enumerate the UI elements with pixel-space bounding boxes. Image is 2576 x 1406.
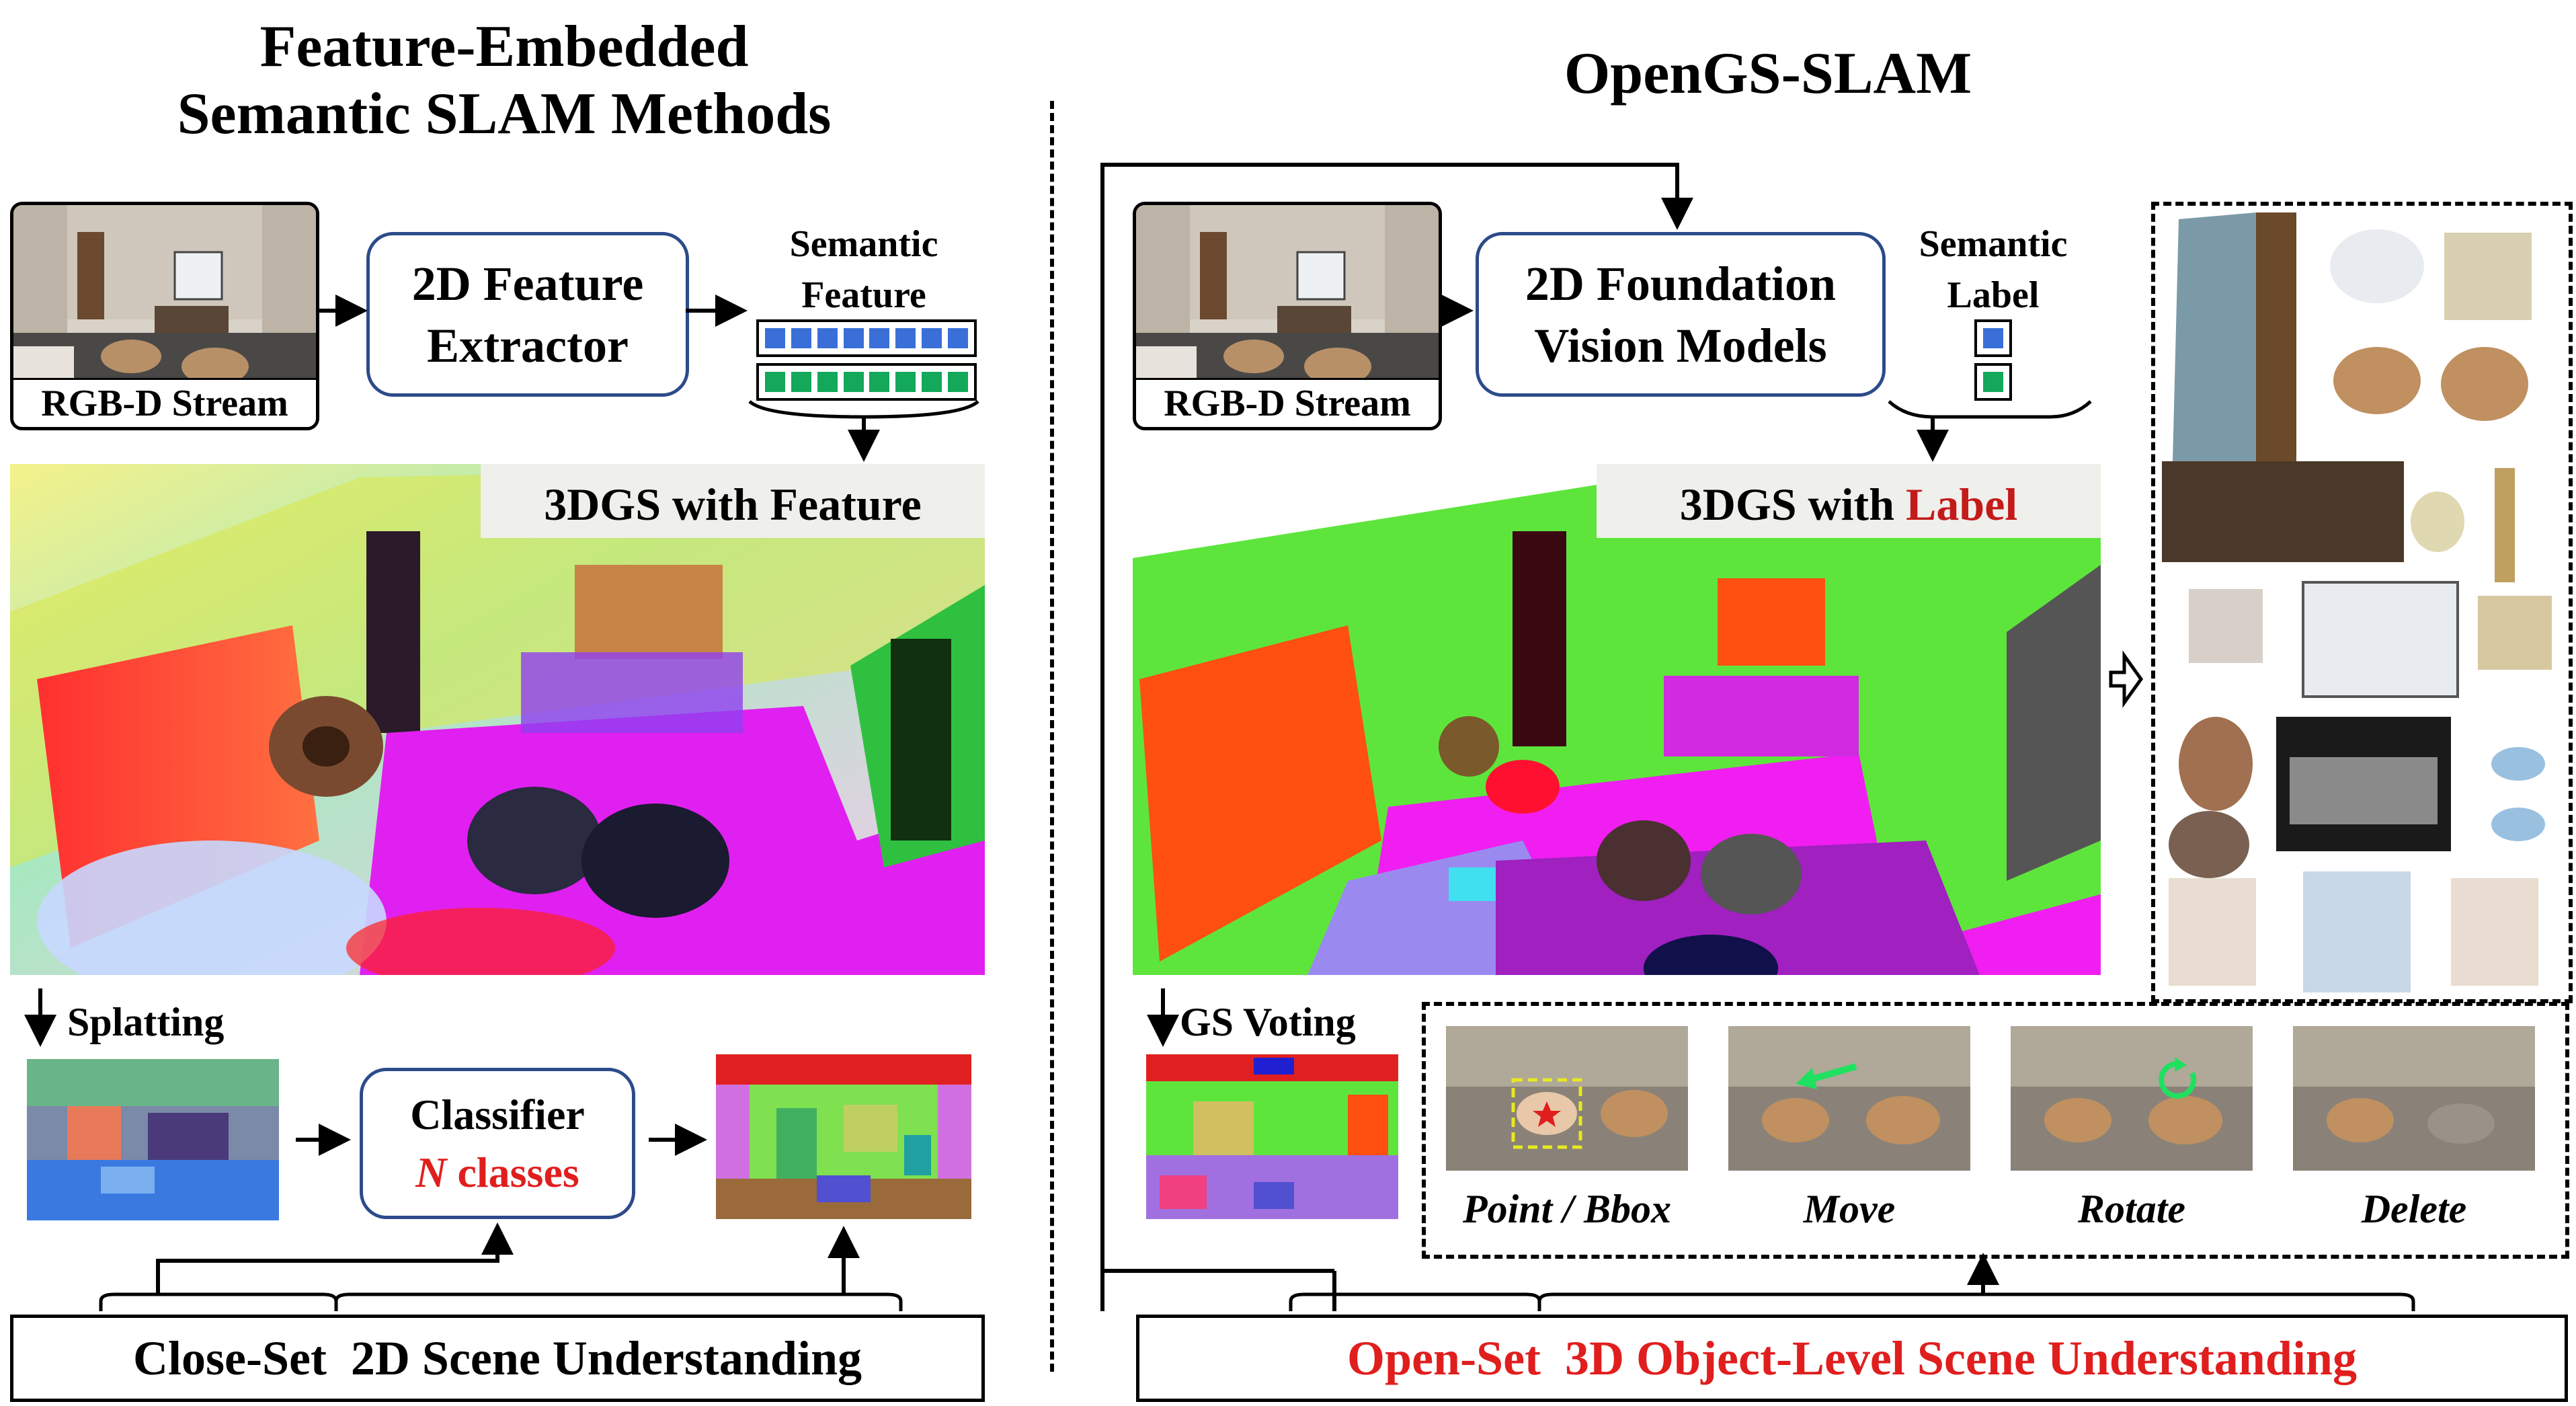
gs-feature-render: 3DGS with Feature xyxy=(10,464,985,975)
extractor-line2: Extractor xyxy=(427,318,629,373)
voting-label: GS Voting xyxy=(1180,1000,1356,1044)
segmentation-2d-result xyxy=(716,1054,971,1219)
gs-label-prefix: 3DGS with xyxy=(1679,479,1895,530)
left-bottom-box: Close-Set 2D Scene Understanding xyxy=(10,1315,985,1402)
gs-label-render: 3DGS with Label xyxy=(1133,464,2101,975)
left-input-caption: RGB-D Stream xyxy=(13,378,316,427)
classifier-title: Classifier xyxy=(410,1090,585,1138)
semantic-scene-icon xyxy=(1133,471,2101,975)
op-scene-icon xyxy=(1728,1026,1970,1171)
semantic-feature-line1: Semantic xyxy=(789,223,938,265)
splatted-feature-icon xyxy=(27,1059,279,1220)
op-label-delete: Delete xyxy=(2361,1187,2467,1231)
left-title-line1: Feature-Embedded xyxy=(259,14,749,79)
label-square-green xyxy=(1974,363,2012,401)
voting-result-image xyxy=(1146,1054,1398,1219)
gs-label-highlight: Label xyxy=(1906,479,2018,530)
op-label-move: Move xyxy=(1803,1187,1896,1231)
splatted-feature-image xyxy=(27,1059,279,1220)
editing-ops-panel: Point / Bbox Move Rotate Delete xyxy=(1422,1002,2569,1259)
object-library xyxy=(2151,202,2573,1003)
op-thumb-delete xyxy=(2293,1026,2535,1171)
left-bottom-part2: 2D Scene Understanding xyxy=(350,1331,862,1385)
op-thumb-point xyxy=(1446,1026,1688,1171)
right-bottom-part2: 3D Object-Level Scene Understanding xyxy=(1565,1331,2357,1385)
classifier-n: N xyxy=(415,1148,447,1196)
feature-vector-blue xyxy=(756,319,977,357)
right-input-caption: RGB-D Stream xyxy=(1136,378,1439,427)
foundation-line2: Vision Models xyxy=(1534,318,1827,373)
op-scene-icon xyxy=(2011,1026,2253,1171)
classifier-classes: N classes xyxy=(415,1144,579,1202)
semantic-label-line1: Semantic xyxy=(1919,223,2068,265)
op-label-rotate: Rotate xyxy=(2078,1187,2185,1231)
feature-vector-green xyxy=(756,363,977,401)
classifier-classes-text: classes xyxy=(457,1148,579,1196)
semantic-feature-label: Semantic Feature xyxy=(746,219,981,321)
left-bottom-part1: Close-Set xyxy=(132,1331,327,1385)
right-rgbd-input: RGB-D Stream xyxy=(1133,202,1442,430)
op-scene-icon xyxy=(2293,1026,2535,1171)
left-rgbd-input: RGB-D Stream xyxy=(10,202,319,430)
op-thumb-move xyxy=(1728,1026,1970,1171)
semantic-feature-line2: Feature xyxy=(801,274,926,316)
op-scene-icon xyxy=(1446,1026,1688,1171)
semantic-label-text: Semantic Label xyxy=(1889,219,2097,321)
feature-field-icon xyxy=(10,464,985,975)
left-title-line2: Semantic SLAM Methods xyxy=(177,81,832,147)
splatting-label: Splatting xyxy=(67,1000,225,1044)
right-title: OpenGS-SLAM xyxy=(1564,41,1972,106)
foundation-line1: 2D Foundation xyxy=(1525,256,1837,311)
feature-extractor-box: 2D Feature Extractor xyxy=(366,232,689,397)
center-divider xyxy=(1050,101,1054,1372)
extractor-line1: 2D Feature xyxy=(411,256,644,311)
object-thumbnails-icon xyxy=(2162,212,2552,992)
right-bottom-box: Open-Set 3D Object-Level Scene Understan… xyxy=(1136,1315,2568,1402)
classifier-box: Classifier N classes xyxy=(360,1068,635,1219)
segmentation-2d-icon xyxy=(716,1054,971,1219)
right-bottom-part1: Open-Set xyxy=(1347,1331,1541,1385)
semantic-label-line2: Label xyxy=(1947,274,2040,316)
left-title: Feature-Embedded Semantic SLAM Methods xyxy=(67,13,941,148)
foundation-models-box: 2D Foundation Vision Models xyxy=(1476,232,1886,397)
op-thumb-rotate xyxy=(2011,1026,2253,1171)
op-label-point: Point / Bbox xyxy=(1462,1187,1672,1231)
voting-result-icon xyxy=(1146,1054,1398,1219)
gs-feature-label: 3DGS with Feature xyxy=(481,464,985,538)
gs-label-label: 3DGS with Label xyxy=(1597,464,2101,538)
label-square-blue xyxy=(1974,319,2012,357)
